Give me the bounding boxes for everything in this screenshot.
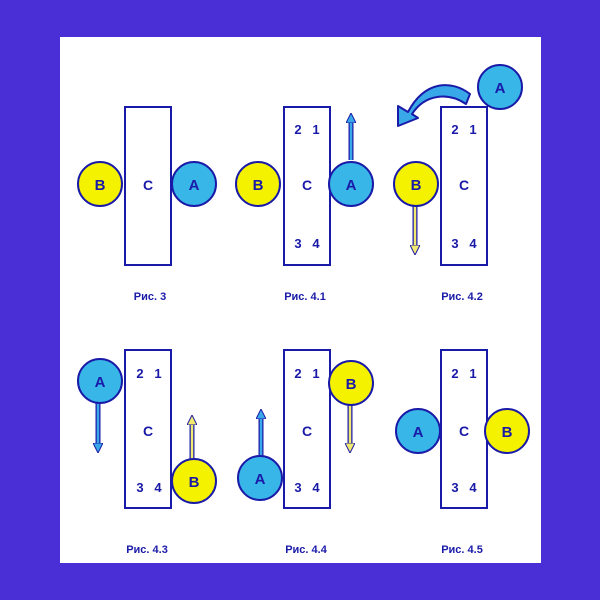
caption-fig44: Рис. 4.4 — [285, 544, 328, 556]
figure-3: C B A Рис. 3 — [77, 106, 217, 303]
caption-fig43: Рис. 4.3 — [126, 544, 168, 556]
svg-text:1: 1 — [312, 122, 319, 137]
svg-text:B: B — [95, 177, 106, 194]
svg-text:A: A — [95, 374, 106, 391]
label-c: C — [302, 177, 312, 193]
figure-4-2: 2 1 C 3 4 A B Рис. 4.2 — [393, 64, 523, 303]
svg-text:3: 3 — [451, 480, 458, 495]
circle-a: A — [395, 408, 441, 454]
svg-text:4: 4 — [154, 480, 162, 495]
svg-text:B: B — [346, 376, 357, 393]
circle-a: A — [237, 455, 283, 501]
svg-text:A: A — [189, 177, 200, 194]
svg-text:3: 3 — [136, 480, 143, 495]
rect-c — [283, 349, 331, 509]
rect-c — [124, 349, 172, 509]
svg-text:2: 2 — [451, 366, 458, 381]
figure-4-1: 2 1 C 3 4 B A Рис. 4.1 — [235, 106, 374, 303]
circle-b: B — [171, 458, 217, 504]
circle-b: B — [393, 161, 439, 207]
svg-text:2: 2 — [451, 122, 458, 137]
svg-text:1: 1 — [154, 366, 161, 381]
circle-a: A — [328, 161, 374, 207]
svg-text:2: 2 — [294, 366, 301, 381]
circle-b: B — [235, 161, 281, 207]
curved-arrow — [397, 84, 471, 127]
label-c: C — [302, 423, 312, 439]
figure-4-4: 2 1 C 3 4 A B Рис. 4.4 — [237, 349, 374, 556]
figure-4-5: 2 1 C 3 4 A B Рис. 4.5 — [395, 349, 530, 556]
svg-text:3: 3 — [294, 480, 301, 495]
caption-fig45: Рис. 4.5 — [441, 544, 483, 556]
svg-text:2: 2 — [136, 366, 143, 381]
svg-text:1: 1 — [469, 122, 476, 137]
rect-c — [283, 106, 331, 266]
circle-b: B — [77, 161, 123, 207]
svg-text:1: 1 — [312, 366, 319, 381]
caption-fig42: Рис. 4.2 — [441, 291, 483, 303]
svg-text:A: A — [255, 471, 266, 488]
label-c: C — [143, 177, 153, 193]
svg-text:3: 3 — [451, 236, 458, 251]
svg-text:A: A — [413, 424, 424, 441]
label-c: C — [143, 423, 153, 439]
svg-text:B: B — [502, 424, 513, 441]
svg-text:4: 4 — [312, 236, 320, 251]
label-c: C — [459, 423, 469, 439]
circle-a: A — [77, 358, 123, 404]
svg-text:A: A — [495, 80, 506, 97]
caption-fig41: Рис. 4.1 — [284, 291, 326, 303]
rect-c — [124, 106, 172, 266]
circle-b: B — [484, 408, 530, 454]
svg-text:3: 3 — [294, 236, 301, 251]
label-c: C — [459, 177, 469, 193]
circle-a: A — [477, 64, 523, 110]
caption-fig3: Рис. 3 — [134, 291, 166, 303]
svg-text:4: 4 — [469, 236, 477, 251]
svg-text:A: A — [346, 177, 357, 194]
rect-c — [440, 106, 488, 266]
circle-a: A — [171, 161, 217, 207]
svg-text:B: B — [253, 177, 264, 194]
circle-b: B — [328, 360, 374, 406]
rect-c — [440, 349, 488, 509]
svg-text:B: B — [189, 474, 200, 491]
figure-4-3: 2 1 C 3 4 A B Рис. 4.3 — [77, 349, 217, 556]
svg-text:2: 2 — [294, 122, 301, 137]
svg-text:4: 4 — [469, 480, 477, 495]
svg-text:4: 4 — [312, 480, 320, 495]
svg-text:B: B — [411, 177, 422, 194]
svg-text:1: 1 — [469, 366, 476, 381]
